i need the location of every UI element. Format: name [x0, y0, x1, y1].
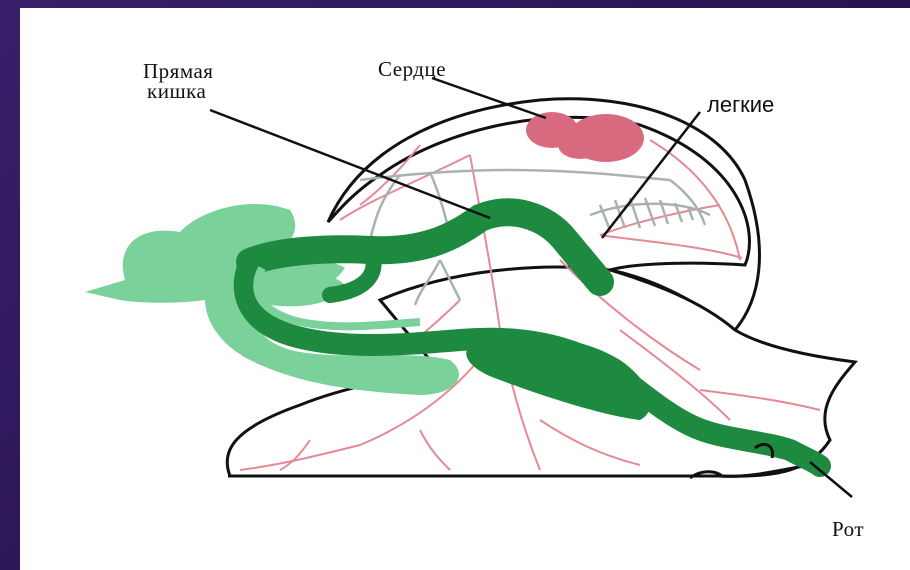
heart-organ	[526, 112, 644, 162]
label-rectum-line1: Прямая	[143, 62, 213, 80]
pointer-mouth	[810, 462, 852, 497]
label-mouth: Рот	[832, 520, 864, 538]
label-heart: Сердце	[378, 60, 446, 78]
label-rectum-line2: кишка	[147, 82, 206, 100]
label-lungs: легкие	[707, 92, 774, 118]
